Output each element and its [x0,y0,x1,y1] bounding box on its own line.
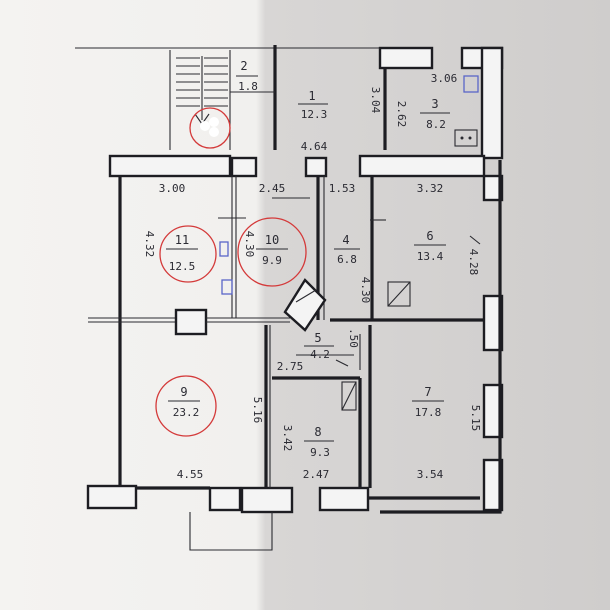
dim-5-16: 5.16 [251,397,264,424]
room-9-number: 9 [180,385,187,399]
dimension-labels: 4.64 3.04 2.62 3.06 3.00 2.45 1.53 3.32 … [143,72,482,481]
dim-2-45: 2.45 [259,182,286,195]
room-2-number: 2 [240,59,247,73]
door-marks [218,197,481,367]
dim-3-06: 3.06 [431,72,458,85]
room-labels: 1 12.3 2 1.8 3 8.2 4 6.8 5 4.2 6 13.4 [166,59,450,459]
room-8-number: 8 [314,425,321,439]
room-3-number: 3 [431,97,438,111]
stairwell [75,45,380,150]
room-9-area: 23.2 [173,406,200,419]
sink-fixture [454,129,478,147]
room-5-area: 4.2 [310,348,330,361]
room-7-area: 17.8 [415,406,442,419]
dim-2-62: 2.62 [395,101,408,128]
room-10-label: 10 9.9 [256,233,288,267]
dim-3-32: 3.32 [417,182,444,195]
room-6-area: 13.4 [417,250,444,263]
blue-fixture-lower [221,279,233,295]
room-2-label: 2 1.8 [236,59,258,93]
room-8-area: 9.3 [310,446,330,459]
dim-3-04: 3.04 [369,87,382,114]
room-9-label: 9 23.2 [168,385,200,419]
room-4-label: 4 6.8 [334,233,360,266]
room-3-label: 3 8.2 [420,97,450,131]
dim-4-30-b: 4.30 [359,277,372,304]
room-4-number: 4 [342,233,349,247]
room-5-number: 5 [314,331,321,345]
room-7-number: 7 [424,385,431,399]
interior-walls [88,68,484,488]
room-7-label: 7 17.8 [412,385,444,419]
dim-4-30: 4.30 [243,231,256,258]
dim-4-64: 4.64 [301,140,328,153]
room-2-area: 1.8 [238,80,258,93]
room-10-number: 10 [265,233,279,247]
red-circle-mark-room-9 [155,375,217,437]
dim-3-00: 3.00 [159,182,186,195]
blue-fixture-left [219,241,229,257]
room-1-area: 12.3 [301,108,328,121]
dim-0-50: .50 [347,328,360,348]
room-11-area: 12.5 [169,260,196,273]
room-6-label: 6 13.4 [414,229,446,263]
dim-4-55: 4.55 [177,468,204,481]
dim-3-54: 3.54 [417,468,444,481]
room-11-number: 11 [175,233,189,247]
room-3-area: 8.2 [426,118,446,131]
blue-fixture-top [463,75,479,93]
entrance-stub [189,512,273,551]
dim-3-42: 3.42 [281,425,294,452]
dim-5-15: 5.15 [469,405,482,432]
room-1-label: 1 12.3 [298,89,328,121]
dim-4-28: 4.28 [467,249,480,276]
room-6-number: 6 [426,229,433,243]
red-circle-mark-room-10 [237,217,307,287]
outer-walls [86,46,504,514]
red-circle-mark-room-11 [159,225,217,283]
room-4-area: 6.8 [337,253,357,266]
room-8-label: 8 9.3 [304,425,334,459]
dim-2-75: 2.75 [277,360,304,373]
dim-4-32: 4.32 [143,231,156,258]
room-10-area: 9.9 [262,254,282,267]
room-5-label: 5 4.2 [304,331,334,361]
red-circle-mark-stair [189,107,231,149]
dim-1-53: 1.53 [329,182,356,195]
dim-2-47: 2.47 [303,468,330,481]
room-1-number: 1 [308,89,315,103]
room-11-label: 11 12.5 [166,233,198,273]
